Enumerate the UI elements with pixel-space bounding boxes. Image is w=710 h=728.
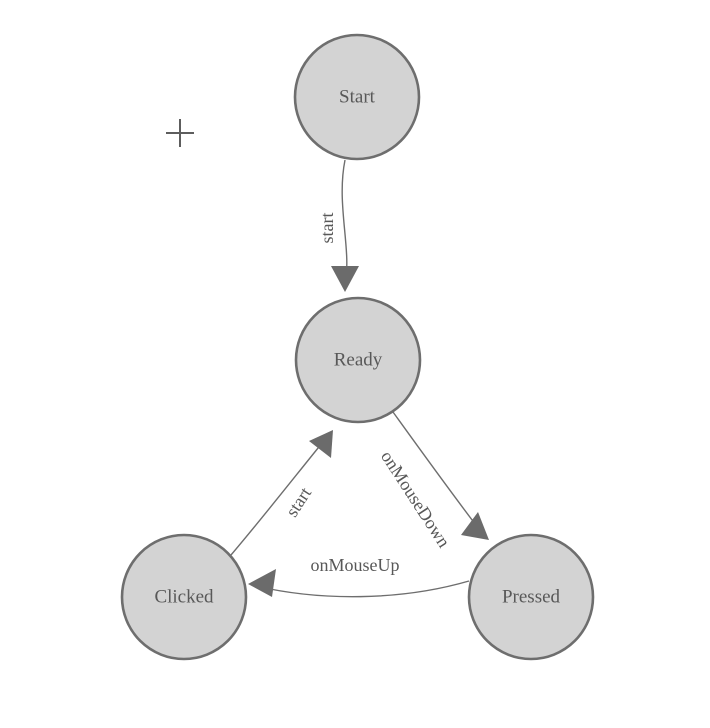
edge-label-on-mouse-up: onMouseUp (311, 555, 400, 575)
edge-path[interactable] (255, 580, 470, 598)
node-label-pressed: Pressed (502, 586, 561, 607)
node-pressed[interactable]: Pressed (467, 533, 595, 661)
node-circle[interactable] (467, 533, 595, 661)
node-circle[interactable] (120, 533, 248, 661)
edge-path[interactable] (341, 159, 348, 285)
arrowhead-icon (461, 512, 489, 540)
edge-path[interactable] (392, 411, 483, 534)
edge-clicked-to-ready[interactable]: start (230, 430, 333, 556)
edge-path[interactable] (230, 436, 328, 556)
arrowhead-icon (248, 569, 276, 597)
edge-label-start-to-ready: start (317, 213, 337, 244)
node-circle[interactable] (294, 296, 422, 424)
edge-start-to-ready[interactable]: start (317, 159, 359, 292)
node-label-start: Start (339, 86, 376, 107)
arrowhead-icon (331, 266, 359, 292)
edge-label-start-clicked-to-ready: start (282, 484, 316, 521)
node-circle[interactable] (293, 33, 421, 161)
node-clicked[interactable]: Clicked (120, 533, 248, 661)
crosshair-icon (166, 119, 194, 147)
node-ready[interactable]: Ready (294, 296, 422, 424)
node-start[interactable]: Start (293, 33, 421, 161)
edge-ready-to-pressed[interactable]: onMouseDown (377, 411, 489, 551)
edge-pressed-to-clicked[interactable]: onMouseUp (248, 555, 470, 598)
node-label-ready: Ready (334, 349, 383, 370)
node-layer: Start Ready Clicked Pressed (120, 33, 595, 661)
node-label-clicked: Clicked (154, 586, 214, 607)
edge-label-on-mouse-down: onMouseDown (377, 447, 454, 551)
arrowhead-icon (309, 430, 333, 458)
